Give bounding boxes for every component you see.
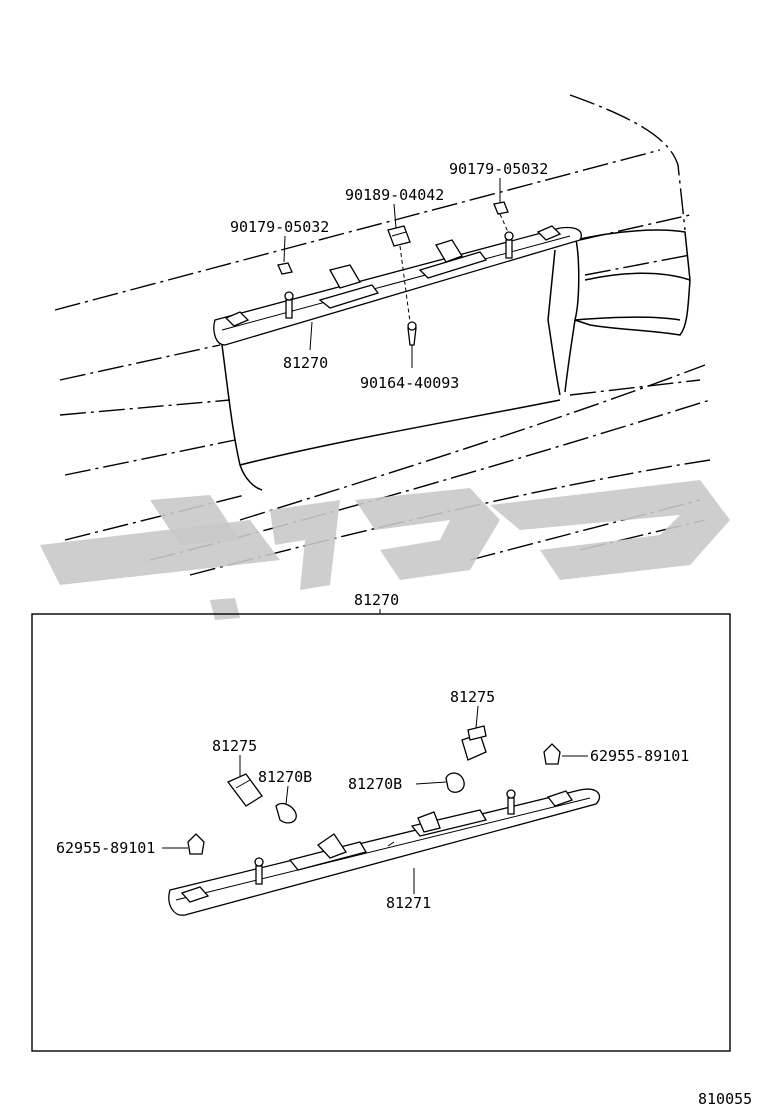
callout-socket-right: 81275 [450, 688, 495, 706]
nut-left-part [277, 262, 293, 275]
license-lamp-assembly-upper [213, 225, 582, 346]
detail-frame [31, 613, 731, 1052]
figure-number: 810055 [698, 1090, 752, 1108]
trunk-lid-panel [221, 229, 691, 491]
socket-left-part [226, 773, 263, 807]
grommet-left-part [187, 833, 205, 855]
bulb-right-part [445, 772, 465, 793]
callout-grommet-right: 62955-89101 [590, 747, 689, 765]
socket-right-part [461, 725, 487, 761]
callout-bulb-right: 81270B [348, 775, 402, 793]
watermark-logo [40, 480, 730, 620]
bulb-left-part [275, 802, 297, 824]
nut-right-part [493, 201, 509, 215]
callout-grommet-left: 62955-89101 [56, 839, 155, 857]
screw-part [407, 321, 417, 346]
detail-title: 81270 [354, 591, 399, 609]
clip-part [387, 225, 411, 247]
callout-bulb-left: 81270B [258, 768, 312, 786]
grommet-right-part [543, 743, 561, 765]
callout-nut-right: 90179-05032 [449, 160, 548, 178]
lens-housing-part [168, 788, 601, 916]
callout-clip: 90189-04042 [345, 186, 444, 204]
callout-lens-housing: 81271 [386, 894, 431, 912]
callout-socket-left: 81275 [212, 737, 257, 755]
callout-nut-left: 90179-05032 [230, 218, 329, 236]
callout-screw: 90164-40093 [360, 374, 459, 392]
callout-lamp-assembly: 81270 [283, 354, 328, 372]
